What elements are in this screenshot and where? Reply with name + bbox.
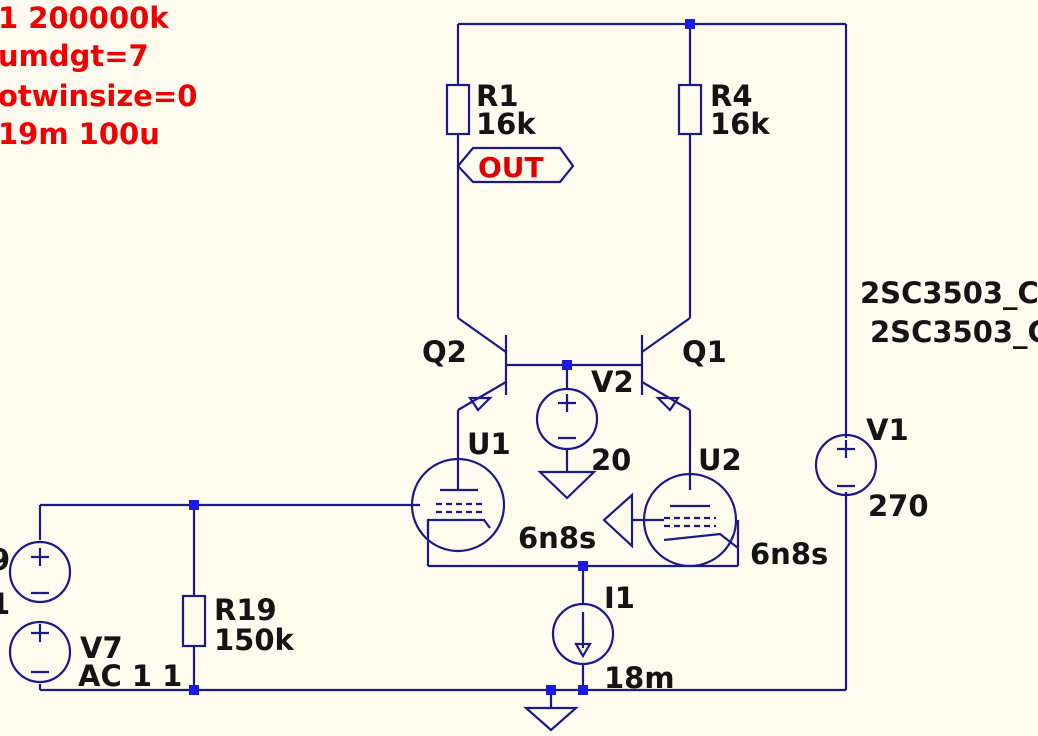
junction bbox=[562, 360, 572, 370]
net-label-out-flag[interactable] bbox=[456, 146, 575, 184]
vpartial-body bbox=[8, 540, 72, 604]
tube-u1[interactable] bbox=[410, 457, 506, 553]
u1-value[interactable]: 6n8s bbox=[518, 521, 596, 555]
q1-emitter-line bbox=[641, 381, 691, 411]
ground-icon[interactable] bbox=[537, 470, 597, 500]
v2-value[interactable]: 20 bbox=[591, 443, 631, 477]
i1-value[interactable]: 18m bbox=[604, 661, 675, 695]
v7-name[interactable]: V7 bbox=[80, 631, 123, 665]
junction bbox=[546, 685, 556, 695]
q1-name[interactable]: Q1 bbox=[682, 335, 727, 369]
junction bbox=[685, 19, 695, 29]
spice-directive[interactable]: 1 200000k bbox=[0, 1, 169, 35]
junction bbox=[189, 685, 199, 695]
junction bbox=[578, 685, 588, 695]
junctions bbox=[189, 19, 695, 695]
tube-u2[interactable] bbox=[642, 472, 739, 568]
transistor-q1[interactable] bbox=[640, 335, 691, 412]
model-statement[interactable]: 2SC3503_C bbox=[870, 315, 1038, 349]
v1-name[interactable]: V1 bbox=[866, 413, 909, 447]
ground-icon[interactable] bbox=[602, 492, 634, 549]
v1-value[interactable]: 270 bbox=[868, 489, 929, 523]
current-source-i1[interactable] bbox=[551, 602, 615, 666]
i1-name[interactable]: I1 bbox=[604, 581, 635, 615]
u1-name[interactable]: U1 bbox=[467, 427, 511, 461]
v2-body bbox=[535, 387, 599, 451]
u1-envelope bbox=[410, 457, 506, 553]
v7-value[interactable]: AC 1 1 bbox=[78, 659, 182, 693]
wire-q2-collector[interactable] bbox=[457, 317, 507, 353]
r1-name[interactable]: R1 bbox=[476, 79, 519, 113]
junction bbox=[578, 561, 588, 571]
arrow-down-icon bbox=[574, 642, 592, 659]
voltage-source-partial[interactable] bbox=[8, 540, 72, 604]
resistor-r1[interactable] bbox=[445, 83, 471, 136]
r4-value[interactable]: 16k bbox=[710, 107, 770, 141]
q2-name[interactable]: Q2 bbox=[422, 335, 467, 369]
v2-name[interactable]: V2 bbox=[591, 365, 634, 399]
u2-cathode bbox=[663, 532, 739, 549]
model-statement[interactable]: 2SC3503_C bbox=[860, 276, 1038, 310]
vpartial-value[interactable]: 1 bbox=[0, 587, 10, 621]
junction bbox=[189, 500, 199, 510]
q1-emitter-arrow bbox=[655, 396, 681, 412]
net-label-out[interactable]: OUT bbox=[478, 151, 544, 184]
spice-directive[interactable]: umdgt=7 bbox=[0, 39, 149, 73]
r19-name[interactable]: R19 bbox=[214, 593, 277, 627]
q2-emitter-line bbox=[457, 381, 507, 411]
wire-q1-collector[interactable] bbox=[641, 317, 691, 353]
i1-body bbox=[551, 602, 615, 666]
r1-value[interactable]: 16k bbox=[476, 107, 536, 141]
q2-emitter-arrow bbox=[467, 396, 493, 412]
v1-body bbox=[814, 433, 878, 497]
resistor-r19[interactable] bbox=[181, 594, 207, 648]
voltage-source-v2[interactable] bbox=[535, 387, 599, 451]
spice-directive[interactable]: 19m 100u bbox=[0, 117, 160, 151]
u2-name[interactable]: U2 bbox=[698, 443, 742, 477]
transistor-q2[interactable] bbox=[457, 335, 508, 412]
voltage-source-v7[interactable] bbox=[8, 620, 72, 684]
resistor-r4[interactable] bbox=[677, 83, 703, 136]
vpartial-name[interactable]: 9 bbox=[0, 543, 10, 577]
ground-icon[interactable] bbox=[523, 706, 579, 732]
voltage-source-v1[interactable] bbox=[814, 433, 878, 497]
r19-value[interactable]: 150k bbox=[214, 623, 295, 657]
u2-value[interactable]: 6n8s bbox=[750, 537, 828, 571]
v7-body bbox=[8, 620, 72, 684]
u1-cathode bbox=[426, 518, 491, 535]
spice-directive[interactable]: otwinsize=0 bbox=[0, 79, 197, 113]
u2-envelope bbox=[642, 472, 738, 568]
r4-name[interactable]: R4 bbox=[710, 79, 753, 113]
